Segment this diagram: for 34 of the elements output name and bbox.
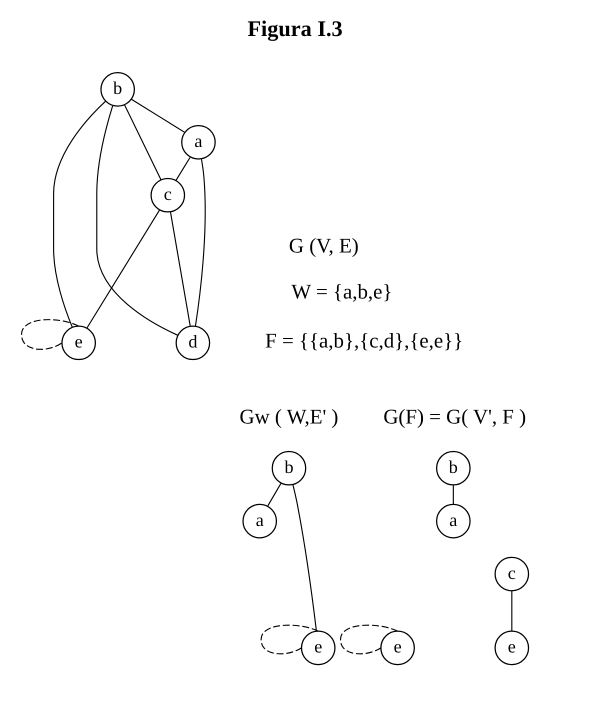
- connector: [20, 319, 78, 350]
- label: W = {a,b,e}: [290, 279, 392, 304]
- node-circle: e: [380, 630, 414, 666]
- connector: [292, 484, 316, 632]
- label: F = {{a,b},{c,d},{e,e}}: [264, 328, 463, 353]
- node-circle: e: [60, 326, 96, 360]
- node-circle: e: [494, 630, 529, 666]
- connector: [194, 159, 206, 326]
- connector: [86, 210, 160, 328]
- label: G (V, E): [288, 233, 358, 258]
- diagram-title: Figura I.3: [246, 16, 342, 42]
- node-circle: a: [242, 504, 277, 538]
- connector: [174, 157, 190, 181]
- label: G(F) = G( V', F ): [382, 404, 526, 429]
- connector: [52, 101, 106, 328]
- connector: [452, 485, 454, 504]
- node-circle: b: [271, 450, 306, 486]
- node-circle: d: [175, 326, 210, 360]
- connector: [123, 104, 161, 180]
- node-circle: c: [150, 178, 185, 213]
- node-circle: e: [300, 630, 336, 666]
- node-circle: a: [435, 504, 470, 538]
- connector: [266, 483, 281, 506]
- connector: [130, 98, 184, 133]
- label: Gw ( W,E' ): [239, 404, 338, 429]
- connector: [339, 624, 398, 654]
- node-circle: b: [435, 450, 470, 486]
- connector: [96, 106, 178, 336]
- connector: [510, 590, 512, 632]
- node-circle: c: [494, 556, 529, 592]
- node-circle: b: [100, 72, 135, 107]
- node-circle: a: [180, 124, 216, 160]
- connector: [260, 624, 318, 654]
- connector: [169, 212, 190, 326]
